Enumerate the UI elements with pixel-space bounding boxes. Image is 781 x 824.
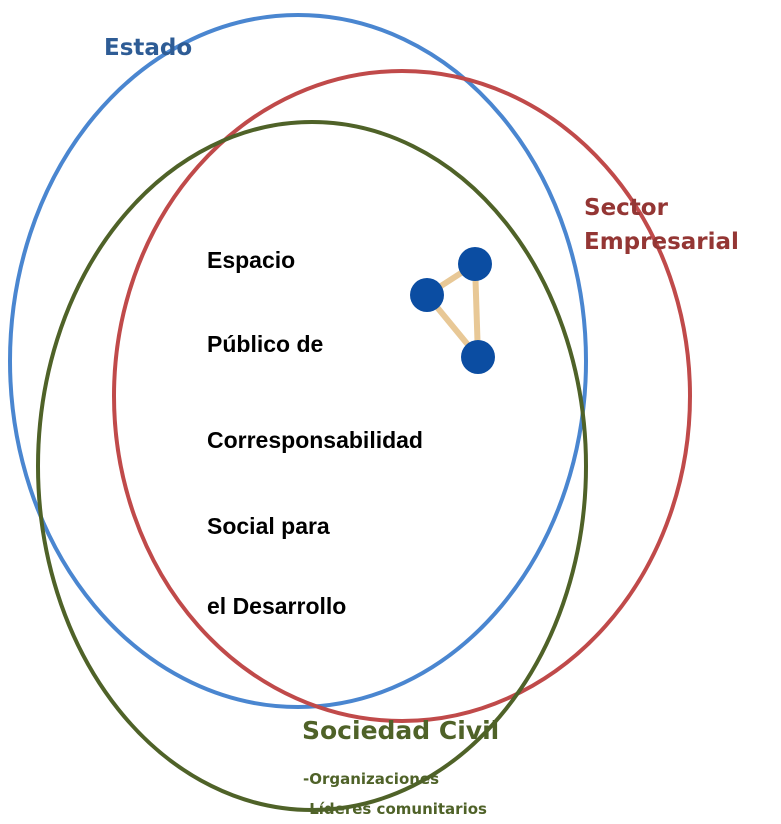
- civil-item: -Líderes comunitarios: [303, 800, 487, 818]
- estado-circle: [8, 13, 588, 709]
- sector-empresarial-label: Sector Empresarial: [584, 191, 739, 259]
- sociedad-civil-label: Sociedad Civil: [302, 716, 500, 745]
- molecule-node: [410, 278, 444, 312]
- estado-label: Estado: [104, 35, 193, 61]
- center-line: el Desarrollo: [207, 593, 347, 619]
- sociedad-civil-items: -Organizaciones -Líderes comunitarios: [303, 764, 487, 824]
- molecule-node: [461, 340, 495, 374]
- sector-label-line1: Sector: [584, 195, 668, 221]
- center-line: Público de: [207, 331, 324, 357]
- center-line: Social para: [207, 513, 330, 539]
- center-line: Corresponsabilidad: [207, 427, 423, 453]
- molecule-node: [458, 247, 492, 281]
- civil-item: -Organizaciones: [303, 770, 440, 788]
- center-line: Espacio: [207, 247, 296, 273]
- sector-label-line2: Empresarial: [584, 229, 739, 255]
- sector-empresarial-circle: [112, 69, 692, 723]
- text-mask: [365, 326, 411, 362]
- sociedad-civil-circle: [36, 120, 588, 812]
- molecule-icon: [410, 247, 495, 374]
